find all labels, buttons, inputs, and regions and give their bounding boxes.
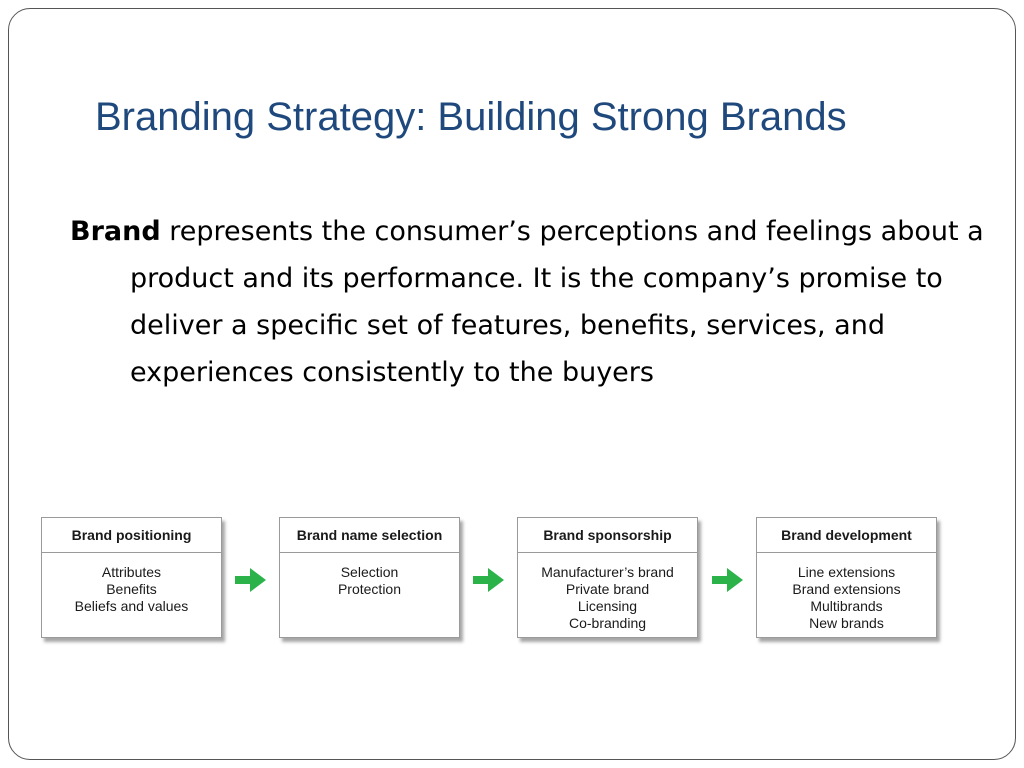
step-box-brand-positioning: Brand positioning Attributes Benefits Be… [41,517,222,638]
step-items: Manufacturer’s brand Private brand Licen… [518,553,697,632]
step-item: New brands [809,615,884,631]
step-item: Benefits [106,581,157,597]
step-box-brand-sponsorship: Brand sponsorship Manufacturer’s brand P… [517,517,698,638]
brand-definition: Brand represents the consumer’s percepti… [70,208,1010,396]
step-heading: Brand sponsorship [518,518,697,553]
step-items: Line extensions Brand extensions Multibr… [757,553,936,632]
step-heading: Brand development [757,518,936,553]
step-item: Attributes [101,564,162,580]
definition-text: represents the consumer’s perceptions an… [130,216,984,388]
step-item: Selection [340,564,399,580]
step-item: Line extensions [797,564,896,580]
step-item: Co-branding [568,615,647,631]
step-item: Private brand [565,581,650,597]
arrow-right-icon [235,568,266,592]
step-item: Beliefs and values [74,598,189,614]
arrow-right-icon [712,568,743,592]
arrow-right-icon [473,568,504,592]
step-heading: Brand name selection [280,518,459,553]
step-box-brand-name-selection: Brand name selection Selection Protectio… [279,517,460,638]
step-box-brand-development: Brand development Line extensions Brand … [756,517,937,638]
step-item: Protection [337,581,402,597]
step-item: Manufacturer’s brand [541,564,674,580]
step-item: Multibrands [810,598,883,614]
step-items: Attributes Benefits Beliefs and values [42,553,221,615]
step-item: Licensing [577,598,638,614]
step-item: Brand extensions [792,581,901,597]
step-items: Selection Protection [280,553,459,598]
slide-title: Branding Strategy: Building Strong Brand… [95,95,847,139]
definition-term: Brand [70,216,161,247]
step-heading: Brand positioning [42,518,221,553]
